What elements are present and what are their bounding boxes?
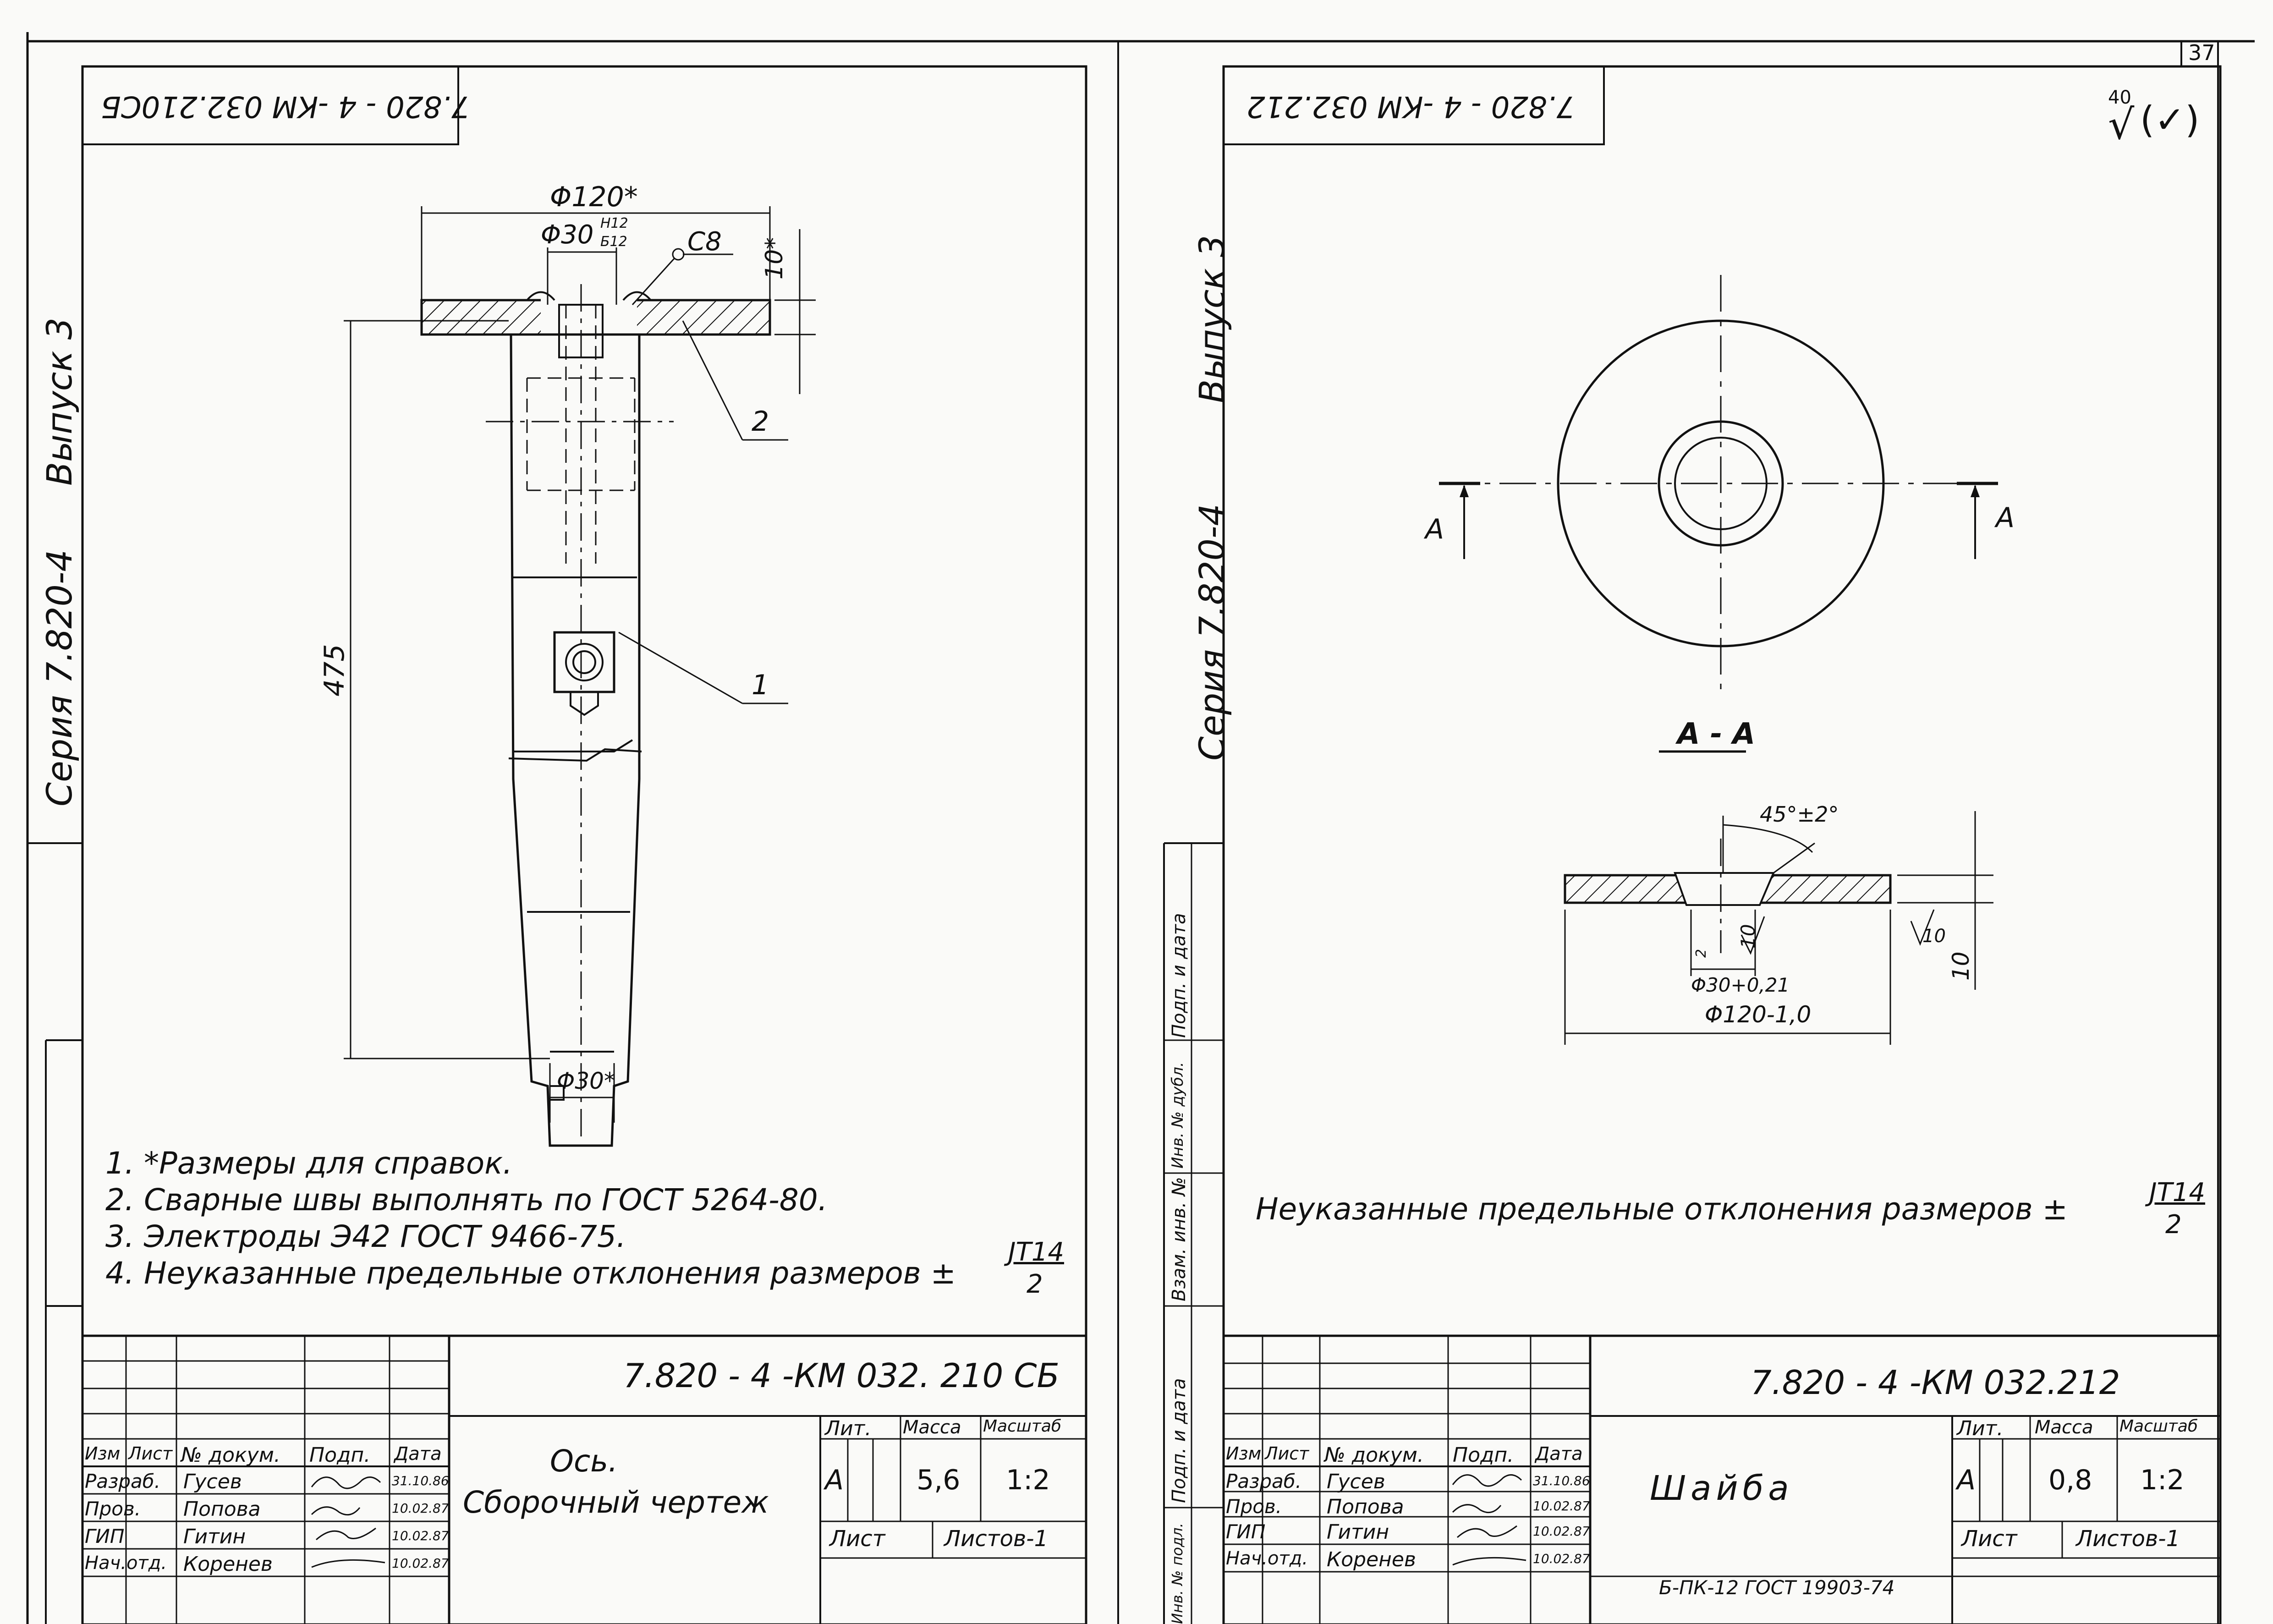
left-tb-header-sign: Подп. (309, 1443, 371, 1467)
left-tb-lit-value: А (825, 1464, 844, 1496)
left-note-2: 2. Сварные швы выполнять по ГОСТ 5264-80… (105, 1182, 828, 1218)
right-tb-code: 7.820 - 4 -КМ 032.212 (1751, 1363, 2120, 1402)
left-tb-header-izm: Изм (85, 1443, 121, 1464)
left-tb-date-1: 31.10.86 (392, 1473, 449, 1488)
left-note-1: 1. *Размеры для справок. (105, 1146, 513, 1181)
sheet-number: 37 (2188, 40, 2215, 65)
right-tb-scale-value: 1:2 (2140, 1464, 2185, 1496)
right-tb-material: Б-ПК-12 ГОСТ 19903-74 (1659, 1576, 1895, 1599)
right-tb-lit-label: Лит. (1957, 1417, 2004, 1440)
right-tb-name-2-person: Попова (1327, 1495, 1404, 1519)
left-note-4: 4. Неуказанные предельные отклонения раз… (105, 1256, 956, 1291)
left-tb-sheets-label: Листов-1 (944, 1526, 1049, 1552)
left-tb-header-doc: № докум. (181, 1443, 280, 1467)
left-position-1: 1 (752, 669, 769, 701)
right-tb-header-doc: № докум. (1324, 1443, 1424, 1467)
left-dim-d30-bottom: Φ30* (557, 1068, 615, 1094)
left-note-fraction-num: JT14 (1008, 1237, 1064, 1267)
roughness-check-icon: √ (2108, 101, 2135, 149)
left-note-3: 3. Электроды Э42 ГОСТ 9466-75. (105, 1219, 626, 1254)
right-dim-d30: Φ30+0,21 (1691, 974, 1790, 996)
left-tb-name-3-person: Гитин (183, 1525, 246, 1548)
left-dim-d30: Φ30 (541, 220, 594, 250)
right-note: Неуказанные предельные отклонения размер… (1256, 1191, 2068, 1227)
right-tb-role-3: ГИП (1226, 1520, 1266, 1543)
right-section-mark-right: А (1996, 502, 2015, 534)
right-tb-lit-value: А (1957, 1464, 1976, 1496)
left-tb-role-4: Нач.отд. (85, 1553, 167, 1574)
left-tb-mass-label: Масса (903, 1417, 961, 1438)
right-tb-header-sign: Подп. (1453, 1443, 1514, 1467)
right-tb-name-3-person: Гитин (1327, 1520, 1389, 1544)
right-roughness-suffix: (✓) (2140, 99, 2200, 141)
left-tb-scale-value: 1:2 (1006, 1464, 1050, 1496)
right-tb-name: Шайба (1650, 1469, 1794, 1508)
right-tb-date-3: 10.02.87 (1533, 1524, 1590, 1539)
right-tb-role-4: Нач.отд. (1226, 1548, 1308, 1569)
right-tb-header-izm: Изм (1226, 1443, 1262, 1464)
left-tb-lit-label: Лит. (825, 1417, 872, 1440)
left-tb-date-2: 10.02.87 (392, 1501, 449, 1516)
right-tb-date-4: 10.02.87 (1533, 1551, 1590, 1566)
right-tb-role-2: Пров. (1226, 1495, 1282, 1518)
left-tb-name-1: Ось. (550, 1443, 618, 1479)
right-dim-angle: 45°±2° (1760, 802, 1839, 827)
left-position-2: 2 (752, 406, 769, 438)
left-tb-name-2-person: Попова (183, 1498, 261, 1521)
left-tb-role-3: ГИП (85, 1525, 125, 1547)
left-dim-d30-tol-bot: Б12 (600, 234, 627, 250)
right-roughness-value: 40 (2108, 87, 2131, 108)
right-tb-scale-label: Масштаб (2119, 1417, 2198, 1436)
right-dim-rough: 10 (1922, 926, 1946, 947)
left-tb-header-list: Лист (128, 1443, 173, 1464)
right-dim-d120: Φ120-1,0 (1705, 1001, 1812, 1028)
right-note-fraction-num: JT14 (2149, 1178, 2205, 1207)
right-tb-date-2: 10.02.87 (1533, 1498, 1590, 1514)
right-note-fraction-den: 2 (2165, 1210, 2182, 1240)
right-tb-sheet-label: Лист (1961, 1526, 2017, 1552)
right-tb-sheets-label: Листов-1 (2076, 1526, 2180, 1552)
right-tb-date-1: 31.10.86 (1533, 1473, 1590, 1488)
left-tb-scale-label: Масштаб (983, 1417, 1062, 1436)
left-tb-date-4: 10.02.87 (392, 1556, 449, 1571)
left-note-fraction-den: 2 (1027, 1269, 1043, 1299)
left-dim-d120: Φ120* (550, 181, 638, 213)
left-tb-code: 7.820 - 4 -КМ 032. 210 СБ (623, 1356, 1060, 1395)
left-tb-name-4-person: Коренев (183, 1553, 273, 1576)
right-tb-role-1: Разраб. (1226, 1470, 1302, 1492)
left-tb-name-1-person: Гусев (183, 1470, 242, 1493)
right-section-mark-left: А (1425, 513, 1444, 545)
left-tb-header-date: Дата (394, 1443, 442, 1465)
left-dim-d30-tol-top: H12 (600, 215, 628, 231)
left-tb-role-1: Разраб. (85, 1470, 161, 1492)
left-tb-sheet-label: Лист (829, 1526, 885, 1552)
right-tb-name-4-person: Коренев (1327, 1548, 1416, 1571)
right-tb-mass-label: Масса (2035, 1417, 2093, 1438)
right-section-title: А - А (1677, 717, 1756, 751)
right-tb-header-date: Дата (1535, 1443, 1583, 1465)
left-dim-weld: С8 (687, 227, 722, 257)
left-tb-date-3: 10.02.87 (392, 1528, 449, 1543)
right-tb-header-list: Лист (1265, 1443, 1309, 1464)
left-tb-name-2: Сборочный чертеж (463, 1485, 769, 1520)
left-tb-role-2: Пров. (85, 1498, 141, 1520)
right-tb-mass-value: 0,8 (2048, 1464, 2092, 1496)
left-tb-mass-value: 5,6 (917, 1464, 961, 1496)
right-tb-name-1-person: Гусев (1327, 1470, 1385, 1493)
